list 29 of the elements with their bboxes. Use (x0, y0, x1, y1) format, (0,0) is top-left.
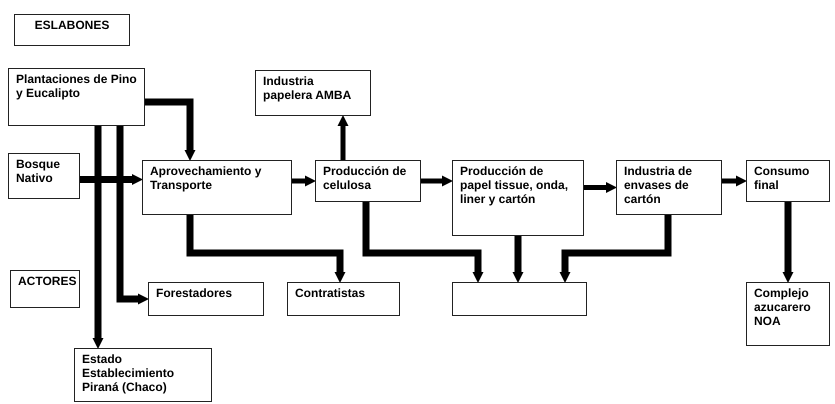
process-box: Bosque Nativo (8, 153, 80, 199)
arrow (560, 215, 672, 283)
arrow (338, 115, 348, 160)
process-box: Consumo final (746, 160, 830, 202)
arrow (584, 182, 617, 193)
process-box: Aprovechamiento y Transporte (142, 160, 292, 215)
arrow (782, 202, 794, 283)
process-box: Industria de envases de cartón (616, 160, 722, 215)
process-box: Producción de celulosa (315, 160, 421, 202)
arrow (722, 176, 747, 186)
arrow (186, 215, 346, 283)
stage-heading-box: ESLABONES (14, 14, 130, 46)
empty-box (452, 282, 587, 316)
process-box: Complejo azucarero NOA (746, 282, 830, 346)
arrow (362, 202, 484, 283)
arrow (92, 126, 104, 349)
process-box: Estado Establecimiento Piraná (Chaco) (74, 348, 212, 402)
arrow (421, 176, 453, 186)
arrow (116, 126, 149, 304)
process-box: Plantaciones de Pino y Eucalipto (8, 68, 145, 126)
arrow (145, 98, 196, 161)
arrow (512, 236, 524, 283)
arrow (292, 176, 316, 186)
process-box: Contratistas (287, 282, 400, 316)
process-box: Producción de papel tissue, onda, liner y cartón (452, 160, 584, 236)
actor-heading-box: ACTORES (10, 270, 80, 308)
arrow (80, 174, 143, 185)
process-box: Forestadores (148, 282, 264, 316)
process-box: Industria papelera AMBA (255, 70, 371, 116)
